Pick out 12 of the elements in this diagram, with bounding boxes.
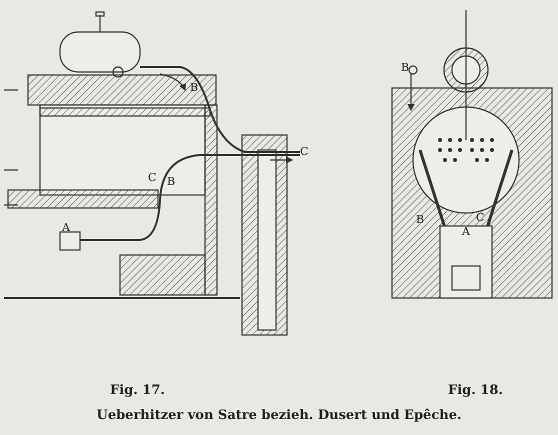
callout-letter: A (462, 226, 470, 238)
figure-number: Fig. 18. (448, 385, 503, 397)
callout-letter: B (416, 214, 424, 226)
figure-number: Fig. 17. (110, 385, 165, 397)
callout-letter: B (190, 82, 198, 94)
callout-letter: C (476, 212, 484, 224)
callout-letter: C (148, 172, 156, 184)
callout-letter: B (401, 62, 410, 74)
figure-caption: Ueberhitzer von Satre bezieh. Dusert und Epêche. (95, 408, 462, 423)
callout-letter: A (62, 222, 70, 234)
callout-letter: B (167, 176, 176, 188)
callout-letter: C (300, 146, 308, 158)
